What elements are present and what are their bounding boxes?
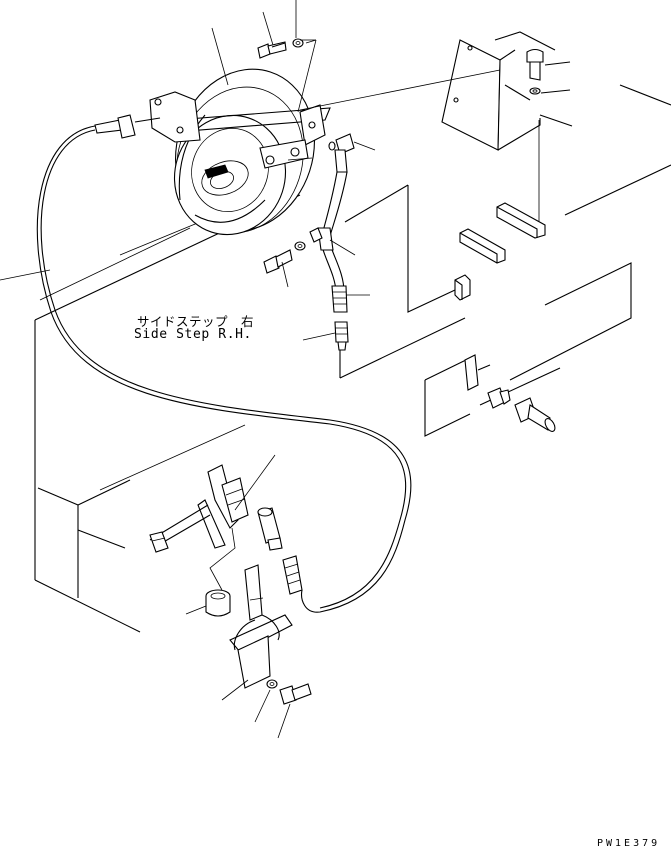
bolt-top-right	[526, 48, 571, 81]
gusset-bracket	[441, 31, 556, 151]
coupling-nipple	[487, 387, 511, 409]
hose-end-fitting	[334, 321, 349, 351]
bolt-reel-top	[257, 41, 287, 59]
washer-top-right	[529, 87, 571, 95]
hose-clamp	[309, 227, 323, 243]
clip-bracket	[454, 274, 471, 301]
bolt-holder	[279, 683, 312, 705]
elbow-fitting	[328, 133, 355, 173]
washer-holder	[266, 679, 278, 689]
hydraulic-hose	[317, 171, 348, 313]
coupling-adapter	[464, 354, 491, 391]
bolt-hose-clamp	[263, 249, 293, 274]
long-hose	[36, 125, 412, 613]
washer-hose-clamp	[294, 241, 306, 251]
gun-nozzle	[257, 507, 283, 551]
drawing-code: PW1E379	[597, 838, 661, 849]
reel-hose-outlet	[94, 114, 161, 139]
holder-cup	[205, 589, 231, 617]
spray-gun	[149, 464, 249, 553]
side-step-label-en: Side Step R.H.	[134, 327, 252, 342]
plate-bracket-1	[496, 202, 546, 239]
side-step-body	[34, 194, 301, 633]
frame-outlines	[339, 84, 671, 437]
plate-bracket-2	[459, 228, 506, 264]
leader-lines	[0, 0, 501, 739]
coupling-socket	[514, 397, 556, 432]
gun-holder-bracket	[229, 564, 293, 689]
hose-reel	[149, 68, 331, 236]
washer-reel-top	[292, 38, 304, 48]
leader-gusset	[539, 114, 573, 127]
side-step-label-jp: サイドステップ 右	[137, 314, 255, 329]
hose-connector	[282, 555, 303, 595]
